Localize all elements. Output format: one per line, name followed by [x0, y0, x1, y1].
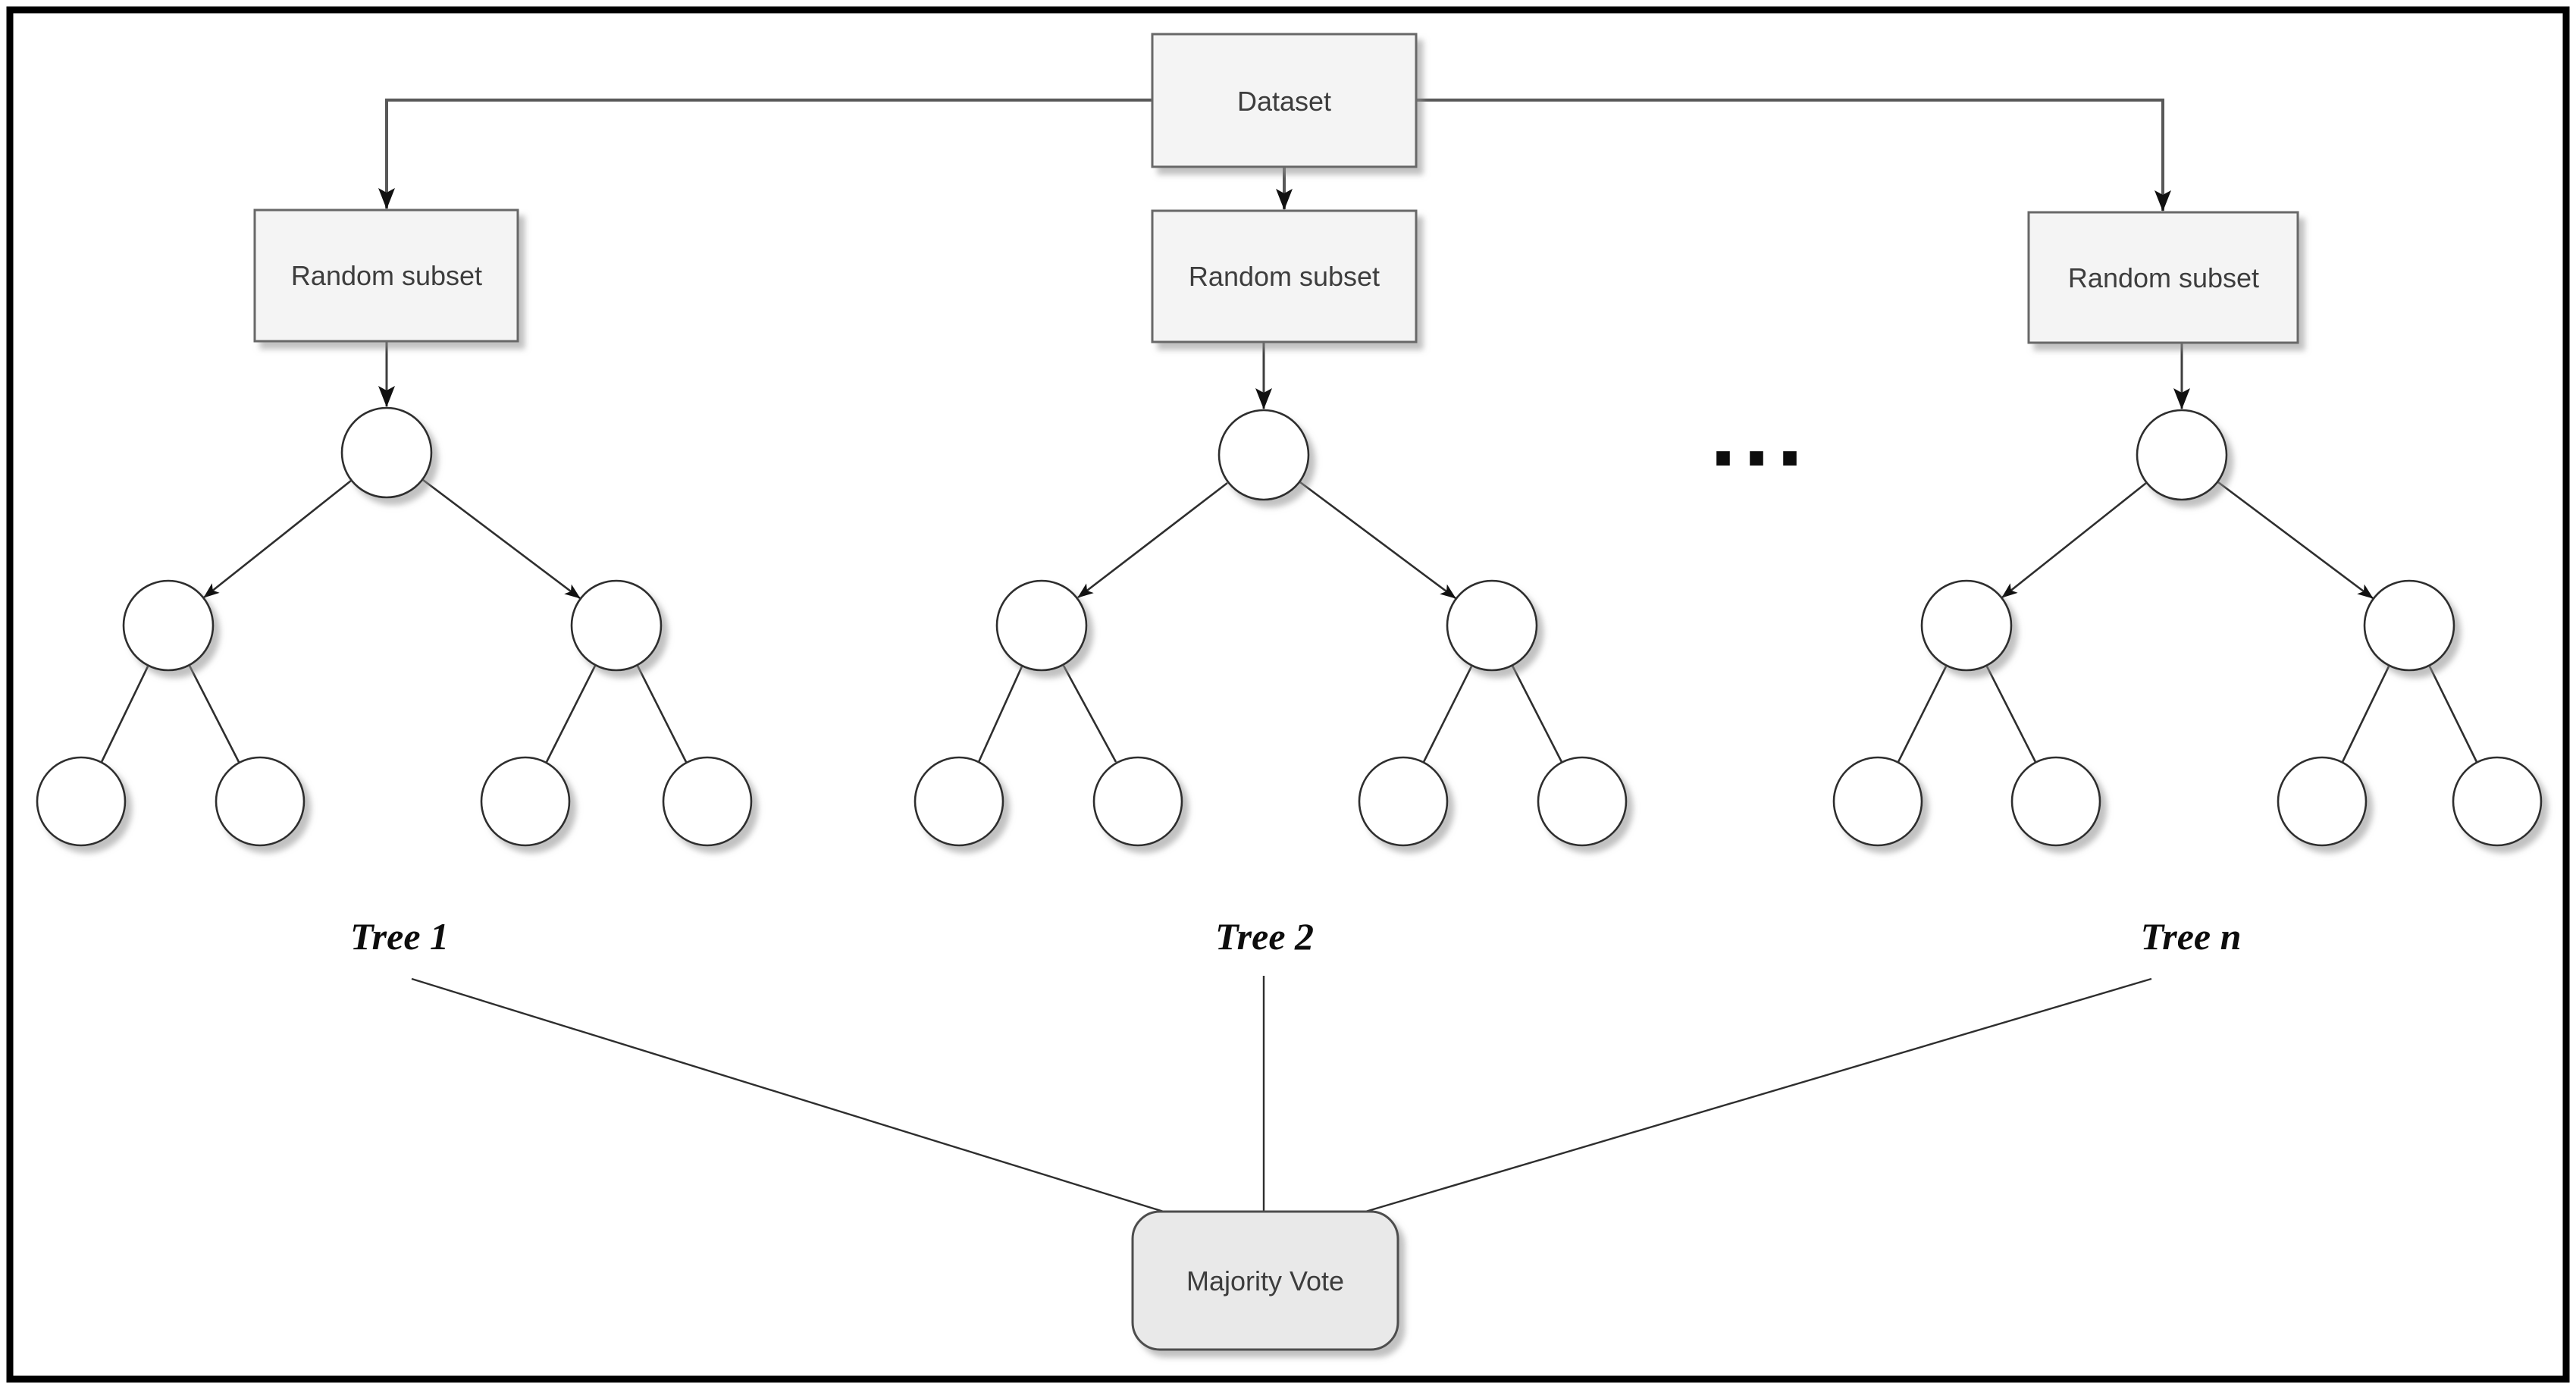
treen-child-left-node: [1920, 579, 2013, 672]
treen-leaf-2-node: [2010, 756, 2101, 847]
tree1-root-node: [340, 406, 433, 499]
tree2-edge-root-right: [1299, 481, 1456, 600]
treen-leaf-4-node: [2452, 756, 2543, 847]
tree2-edge-root-left: [1077, 481, 1228, 599]
subset-left-label: Random subset: [291, 260, 482, 291]
tree-n: [1832, 409, 2543, 847]
tree2-leaf-2-node: [1092, 756, 1183, 847]
tree2-leaf-4-node: [1537, 756, 1628, 847]
tree2-edge-left-leaf1: [977, 666, 1023, 763]
majority-vote-node: Majority Vote: [1131, 1210, 1399, 1351]
dataset-label: Dataset: [1237, 86, 1331, 117]
subset-middle-box: [1151, 209, 1418, 343]
subset-left-box: [253, 209, 519, 343]
treen-edge-right-leaf4: [2428, 666, 2478, 763]
tree2-child-right-node: [1446, 579, 1538, 672]
tree1-edge-root-left: [203, 479, 352, 599]
majority-vote-box: [1131, 1210, 1399, 1351]
tree2-edge-right-leaf4: [1511, 665, 1563, 763]
treen-child-right-node: [2363, 579, 2455, 672]
tree-n-label: Tree n: [2141, 915, 2242, 958]
subset-left-node: Random subset: [253, 209, 519, 343]
tree2-child-left-node: [995, 579, 1088, 672]
tree1-edge-right-leaf4: [636, 665, 688, 763]
tree-1: [36, 406, 753, 847]
treen-edge-left-leaf2: [1985, 666, 2037, 763]
subset-middle-label: Random subset: [1189, 261, 1380, 292]
tree2-edge-right-leaf3: [1422, 666, 1473, 763]
treen-edge-left-leaf1: [1897, 666, 1948, 763]
subset-right-label: Random subset: [2068, 262, 2259, 293]
treen-leaf-1-node: [1832, 756, 1923, 847]
subset-right-box: [2027, 211, 2299, 344]
tree1-leaf-3-node: [480, 756, 571, 847]
treen-edge-right-leaf3: [2341, 666, 2390, 763]
tree-2: [914, 409, 1628, 847]
tree1-child-left-node: [122, 579, 215, 672]
treen-leaf-3-node: [2277, 756, 2368, 847]
dataset-box: [1151, 33, 1418, 168]
tree1-edge-left-leaf1: [100, 666, 149, 763]
tree1-edge-right-leaf3: [545, 665, 597, 763]
treen-edge-root-right: [2217, 481, 2374, 600]
line-tree-n-to-vote: [1362, 977, 2152, 1214]
subset-right-node: Random subset: [2027, 211, 2299, 344]
tree1-leaf-2-node: [215, 756, 306, 847]
treen-root-node: [2136, 409, 2228, 501]
tree2-leaf-3-node: [1358, 756, 1449, 847]
line-tree1-to-vote: [411, 977, 1167, 1214]
tree1-child-right-node: [570, 579, 663, 672]
tree1-leaf-4-node: [662, 756, 753, 847]
tree2-root-node: [1217, 409, 1310, 501]
connector-dataset-to-subset-left: [378, 99, 1152, 209]
dataset-node: Dataset: [1151, 33, 1418, 168]
tree2-leaf-1-node: [914, 756, 1004, 847]
tree2-edge-left-leaf2: [1062, 665, 1117, 763]
ellipsis-dots: ...: [1709, 395, 1809, 484]
tree1-edge-root-right: [422, 478, 581, 600]
outer-border: [6, 6, 2570, 1383]
tree1-edge-left-leaf2: [188, 665, 240, 763]
connector-dataset-to-subset-right: [1416, 99, 2171, 212]
tree1-label: Tree 1: [350, 915, 449, 958]
tree1-leaf-1-node: [36, 756, 127, 847]
majority-vote-label: Majority Vote: [1186, 1265, 1344, 1297]
subset-middle-node: Random subset: [1151, 209, 1418, 343]
treen-edge-root-left: [2001, 481, 2147, 599]
tree2-label: Tree 2: [1215, 915, 1314, 958]
